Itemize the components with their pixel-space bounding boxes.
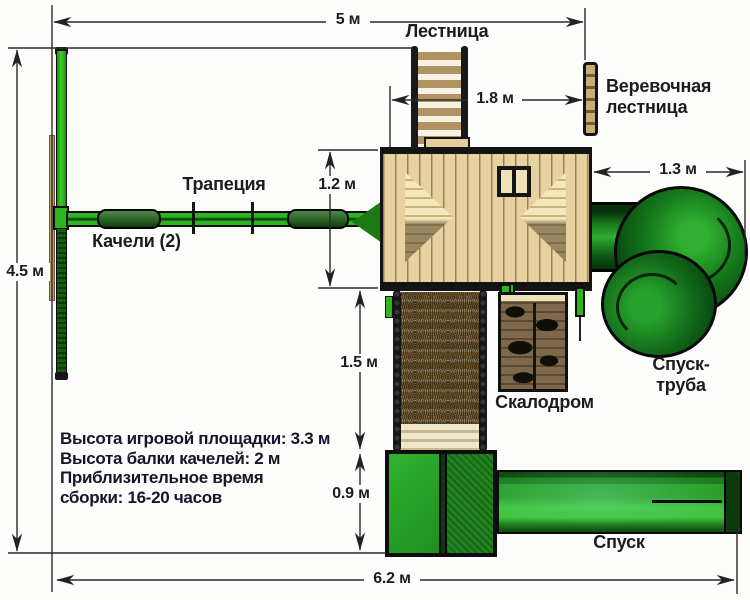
ground-platform-panel-right	[446, 454, 493, 553]
spec-line-beam-height: Высота балки качелей: 2 м	[60, 448, 281, 468]
label-ladder: Лестница	[405, 21, 489, 41]
ramp-rail-right	[479, 290, 487, 452]
ground-platform-divider	[438, 454, 447, 553]
dim-label-6-2m: 6.2 м	[364, 570, 420, 588]
dim-label-1-2m: 1.2 м	[312, 176, 362, 194]
beam-bracket	[352, 201, 382, 243]
ramp-bottom-steps	[401, 424, 479, 451]
dim-label-5m: 5 м	[326, 11, 370, 29]
trapeze-hanger-left	[192, 202, 195, 234]
ramp-post	[385, 296, 393, 318]
wall-rope	[579, 317, 581, 341]
dim-label-4-5m: 4.5 м	[0, 263, 50, 281]
rope-ladder-drawing	[583, 62, 598, 136]
dim-label-1-3m: 1.3 м	[650, 161, 706, 179]
swing-frame-cap-bottom	[55, 372, 68, 380]
deck-entry-step	[424, 137, 470, 149]
label-slide: Спуск	[593, 532, 645, 552]
spec-text-block: Высота игровой площадки: 3.3 м Высота ба…	[60, 429, 370, 507]
swing-seat-right	[287, 209, 349, 229]
tube-slide-spiral-bottom	[601, 250, 717, 358]
spec-line-assembly-time-2: сборки: 16-20 часов	[60, 487, 222, 507]
ladder-rail-left	[411, 46, 418, 150]
ladder-rungs	[418, 52, 461, 148]
wall-post-right	[575, 287, 585, 317]
ground-platform-panel-left	[389, 454, 439, 553]
trapeze-hanger-right	[251, 202, 254, 234]
climbing-wall-drawing	[498, 292, 568, 392]
swing-frame-post-top	[56, 50, 67, 208]
straight-slide-drawing	[497, 470, 742, 534]
ground-platform-box	[385, 450, 497, 557]
label-swings: Качели (2)	[92, 231, 181, 251]
platform-deck	[380, 147, 592, 291]
spec-line-playground-height: Высота игровой площадки: 3.3 м	[60, 429, 331, 448]
label-rope-ladder: Веревочная лестница	[606, 76, 712, 118]
deck-window	[497, 166, 531, 197]
spec-line-assembly-time-1: Приблизительное время	[60, 468, 264, 487]
label-trapeze: Трапеция	[182, 174, 266, 194]
ladder-rail-right	[461, 46, 468, 150]
ramp-slats	[401, 292, 479, 450]
ramp-rail-left	[393, 290, 401, 452]
dim-label-1-5m: 1.5 м	[334, 354, 384, 372]
swing-seat-left	[97, 209, 161, 229]
swing-frame-post-bottom	[56, 228, 67, 378]
label-climbing-wall: Скалодром	[495, 392, 594, 412]
dim-label-1-8m: 1.8 м	[468, 90, 522, 108]
deck-corner-roof-left	[405, 172, 453, 262]
label-tube-slide: Спуск-труба	[652, 354, 710, 396]
